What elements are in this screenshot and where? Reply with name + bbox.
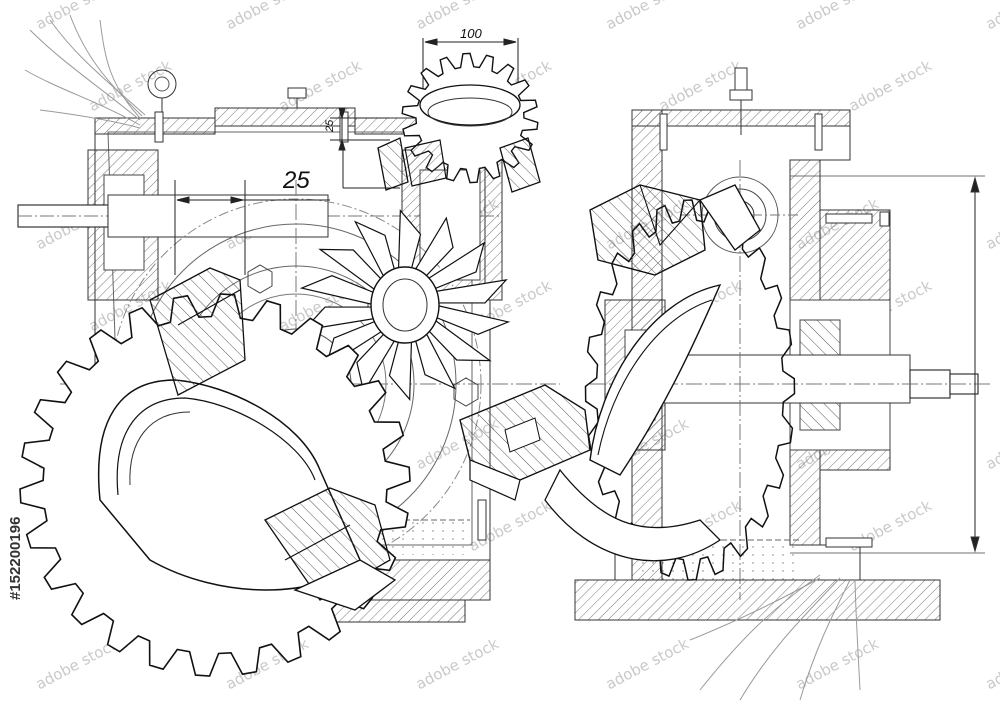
watermark-text: adobe stock bbox=[793, 0, 882, 33]
watermark-text: adobe stock bbox=[223, 0, 312, 33]
watermark-text: adobe stock bbox=[603, 0, 692, 33]
right-bevel-gear bbox=[459, 184, 796, 581]
watermark-text: adobe stock bbox=[983, 194, 1000, 253]
watermark-text: adobe stock bbox=[656, 56, 745, 115]
top-spur-gear bbox=[377, 52, 541, 193]
large-bevel-gear bbox=[19, 267, 411, 677]
dimension-100-label: 100 bbox=[460, 26, 482, 41]
watermark-text: adobe stock bbox=[983, 414, 1000, 473]
dimension-lines bbox=[174, 38, 519, 275]
watermark-text: adobe stock bbox=[33, 0, 122, 33]
watermark-text: adobe stock bbox=[276, 56, 365, 115]
watermark-text: adobe stock bbox=[793, 634, 882, 693]
dimension-25-vertical-label: 25 bbox=[324, 119, 336, 133]
watermark-text: adobe stock bbox=[983, 0, 1000, 33]
watermark-text: adobe stock bbox=[413, 634, 502, 693]
dimension-25-label: 25 bbox=[282, 167, 310, 194]
faint-blades bbox=[24, 14, 861, 701]
watermark-text: adobe stock bbox=[983, 634, 1000, 693]
stock-id-vertical: #152200196 bbox=[7, 517, 24, 600]
watermark-text: adobe stock bbox=[846, 56, 935, 115]
watermark-text: adobe stock bbox=[413, 0, 502, 33]
watermark-text: adobe stock bbox=[603, 634, 692, 693]
